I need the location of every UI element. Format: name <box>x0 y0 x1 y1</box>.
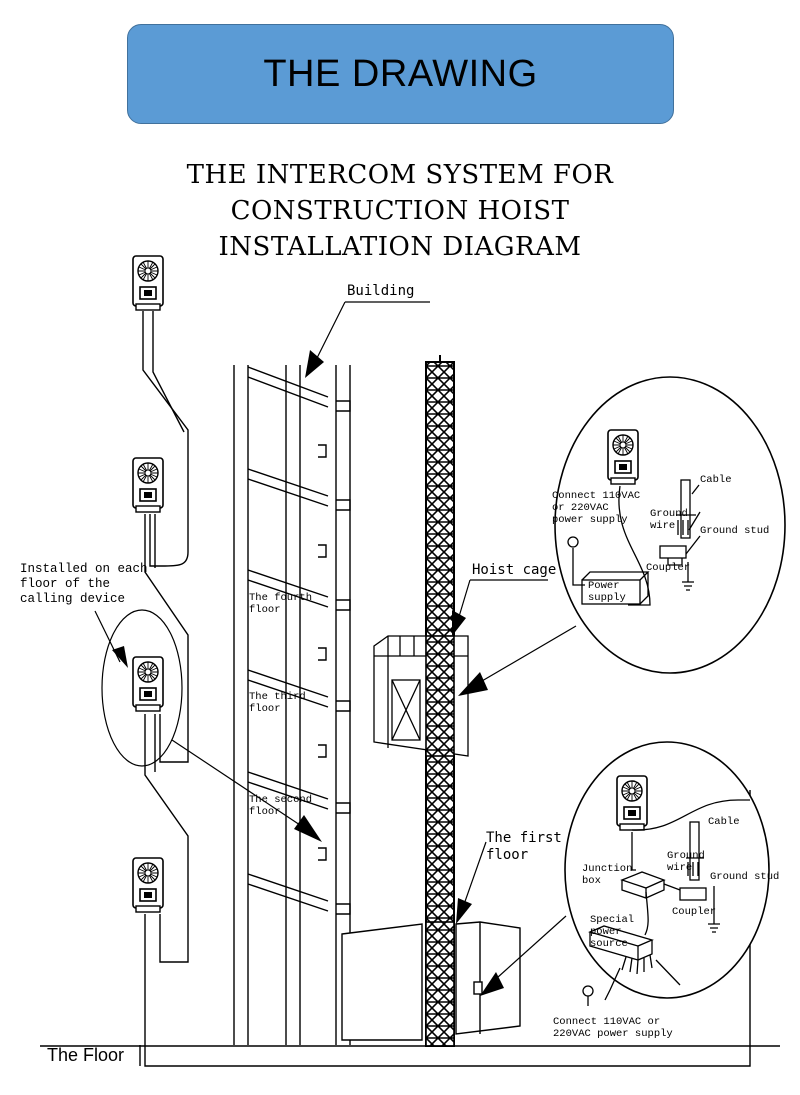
top-coupler-label: Coupler <box>646 562 691 574</box>
building-label: Building <box>347 283 415 299</box>
highlight-ellipse <box>101 609 183 767</box>
second-floor-label: The second floor <box>249 794 313 818</box>
diagram-title-line-3: INSTALLATION DIAGRAM <box>218 232 582 262</box>
bottom-power-in-label: Connect 110VAC or 220VAC power supply <box>553 1016 673 1040</box>
top-power-in-label: Connect 110VAC or 220VAC power supply <box>552 490 641 526</box>
bottom-coupler-label: Coupler <box>672 906 717 918</box>
top-ground-stud-label: Ground stud <box>700 525 770 537</box>
calling-device-box <box>132 656 164 712</box>
hoist-cage-label: Hoist cage <box>472 562 557 578</box>
diagram-title-line-1: THE INTERCOM SYSTEM FOR <box>186 160 614 190</box>
the-floor-label: The Floor <box>47 1045 125 1065</box>
hoist-cage <box>373 635 469 757</box>
base-enclosure <box>341 921 521 1047</box>
fourth-floor-label: The fourth floor <box>249 592 313 616</box>
detail-circle-top <box>554 376 786 674</box>
calling-device-box <box>132 457 164 513</box>
bottom-ground-stud-label: Ground stud <box>710 871 780 883</box>
installed-each-floor-label: Installed on each floor of the calling d… <box>20 562 148 606</box>
calling-device-box <box>132 255 164 311</box>
bottom-ground-wire-label: Ground wire <box>667 850 705 874</box>
first-floor-label: The first floor <box>486 830 562 863</box>
junction-box-label: Junction box <box>582 863 633 887</box>
detail-circle-bottom <box>564 741 770 1006</box>
bottom-cable-label: Cable <box>708 816 740 828</box>
special-power-source-label: Special power source <box>590 914 635 950</box>
diagram-title-line-2: CONSTRUCTION HOIST <box>230 196 570 226</box>
top-cable-label: Cable <box>700 474 732 486</box>
calling-device-box <box>132 857 164 913</box>
building <box>233 365 351 1045</box>
arrowheads <box>112 350 504 996</box>
banner-title: THE DRAWING <box>263 52 538 95</box>
top-power-supply-label: Power supply <box>588 580 626 604</box>
top-ground-wire-label: Ground wire <box>650 508 688 532</box>
title-banner: THE DRAWING <box>127 24 674 124</box>
third-floor-label: The third floor <box>249 691 306 715</box>
